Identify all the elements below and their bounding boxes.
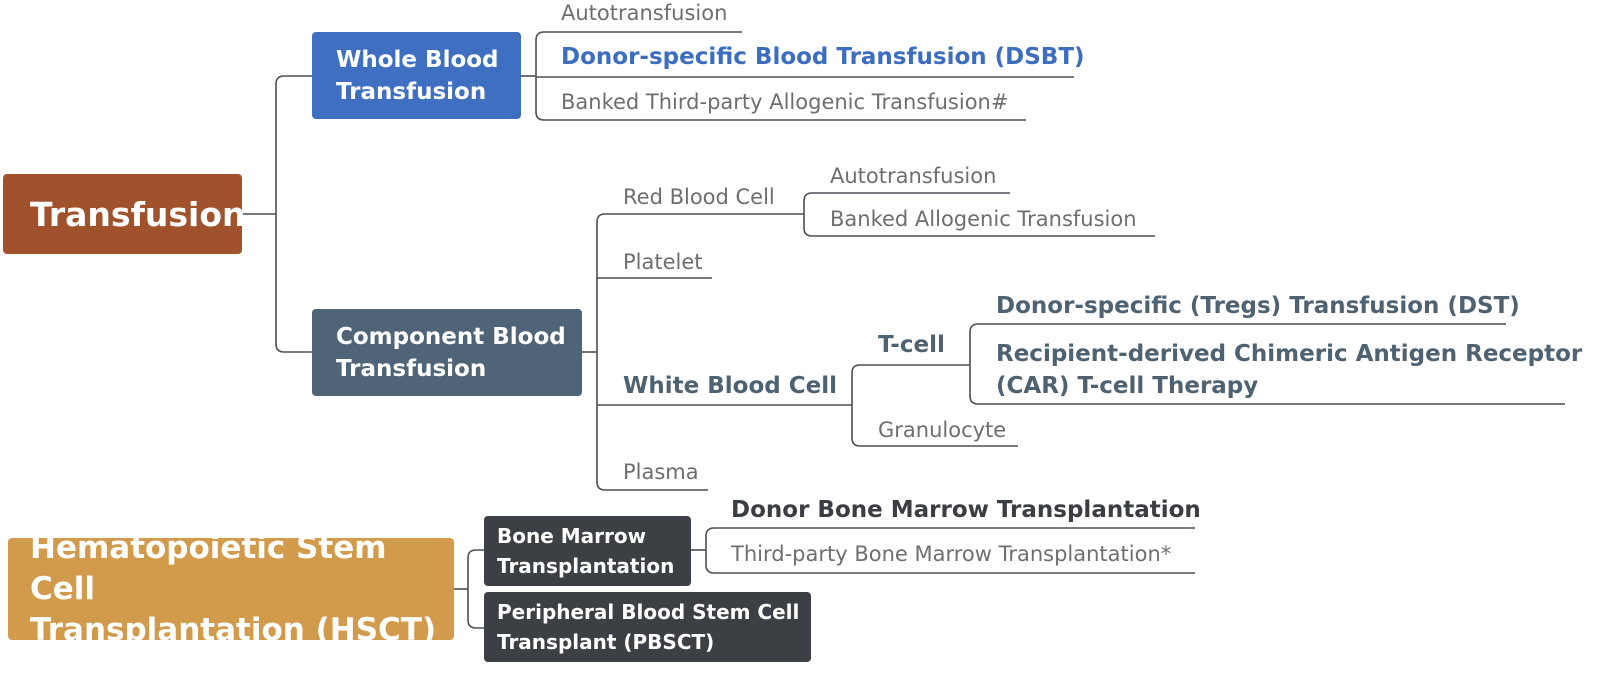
leaf-platelet[interactable]: Platelet <box>623 250 703 274</box>
connector-white-blood-cell <box>851 364 1018 447</box>
node-pbsct[interactable]: Peripheral Blood Stem Cell Transplant (P… <box>484 592 811 662</box>
leaf-banked-allogenic[interactable]: Banked Allogenic Transfusion <box>830 207 1137 231</box>
connector-hsct-trunk <box>467 549 484 629</box>
leaf-white-blood-cell[interactable]: White Blood Cell <box>623 373 837 399</box>
connector-bone-marrow-trunk <box>705 527 1195 574</box>
leaf-donor-bone-marrow[interactable]: Donor Bone Marrow Transplantation <box>731 497 1201 523</box>
node-whole-blood-transfusion[interactable]: Whole Blood Transfusion <box>312 32 521 119</box>
node-pbsct-label: Peripheral Blood Stem Cell Transplant (P… <box>497 600 800 654</box>
leaf-car-t[interactable]: Recipient-derived Chimeric Antigen Recep… <box>996 341 1583 399</box>
node-whole-blood-label: Whole Blood Transfusion <box>336 46 499 105</box>
node-bone-marrow-transplantation[interactable]: Bone Marrow Transplantation <box>484 516 691 586</box>
leaf-granulocyte[interactable]: Granulocyte <box>878 418 1007 442</box>
node-bone-marrow-label: Bone Marrow Transplantation <box>497 524 675 578</box>
connector-transfusion-trunk <box>275 75 312 353</box>
connector-red-blood-cell <box>803 192 1155 237</box>
leaf-dst[interactable]: Donor-specific (Tregs) Transfusion (DST) <box>996 293 1520 319</box>
connector-component-trunk <box>596 213 852 491</box>
leaf-autotransfusion-rbc[interactable]: Autotransfusion <box>830 164 997 188</box>
node-transfusion-label: Transfusion <box>30 194 246 234</box>
node-component-blood-transfusion[interactable]: Component Blood Transfusion <box>312 309 582 396</box>
leaf-autotransfusion-whole[interactable]: Autotransfusion <box>561 1 728 25</box>
leaf-banked-third-party[interactable]: Banked Third-party Allogenic Transfusion… <box>561 90 1009 114</box>
node-transfusion[interactable]: Transfusion <box>3 174 246 254</box>
leaf-dsbt[interactable]: Donor-specific Blood Transfusion (DSBT) <box>561 44 1085 70</box>
leaf-third-party-bone-marrow[interactable]: Third-party Bone Marrow Transplantation* <box>731 542 1172 566</box>
node-component-label: Component Blood Transfusion <box>336 323 566 382</box>
connector-whole-blood-trunk <box>535 31 1074 121</box>
connector-t-cell <box>969 323 1565 405</box>
leaf-t-cell[interactable]: T-cell <box>878 332 945 358</box>
node-hsct-label: Hematopoietic Stem Cell Transplantation … <box>30 529 437 648</box>
node-hsct[interactable]: Hematopoietic Stem Cell Transplantation … <box>8 530 454 648</box>
leaf-red-blood-cell[interactable]: Red Blood Cell <box>623 185 775 209</box>
leaf-plasma[interactable]: Plasma <box>623 460 699 484</box>
